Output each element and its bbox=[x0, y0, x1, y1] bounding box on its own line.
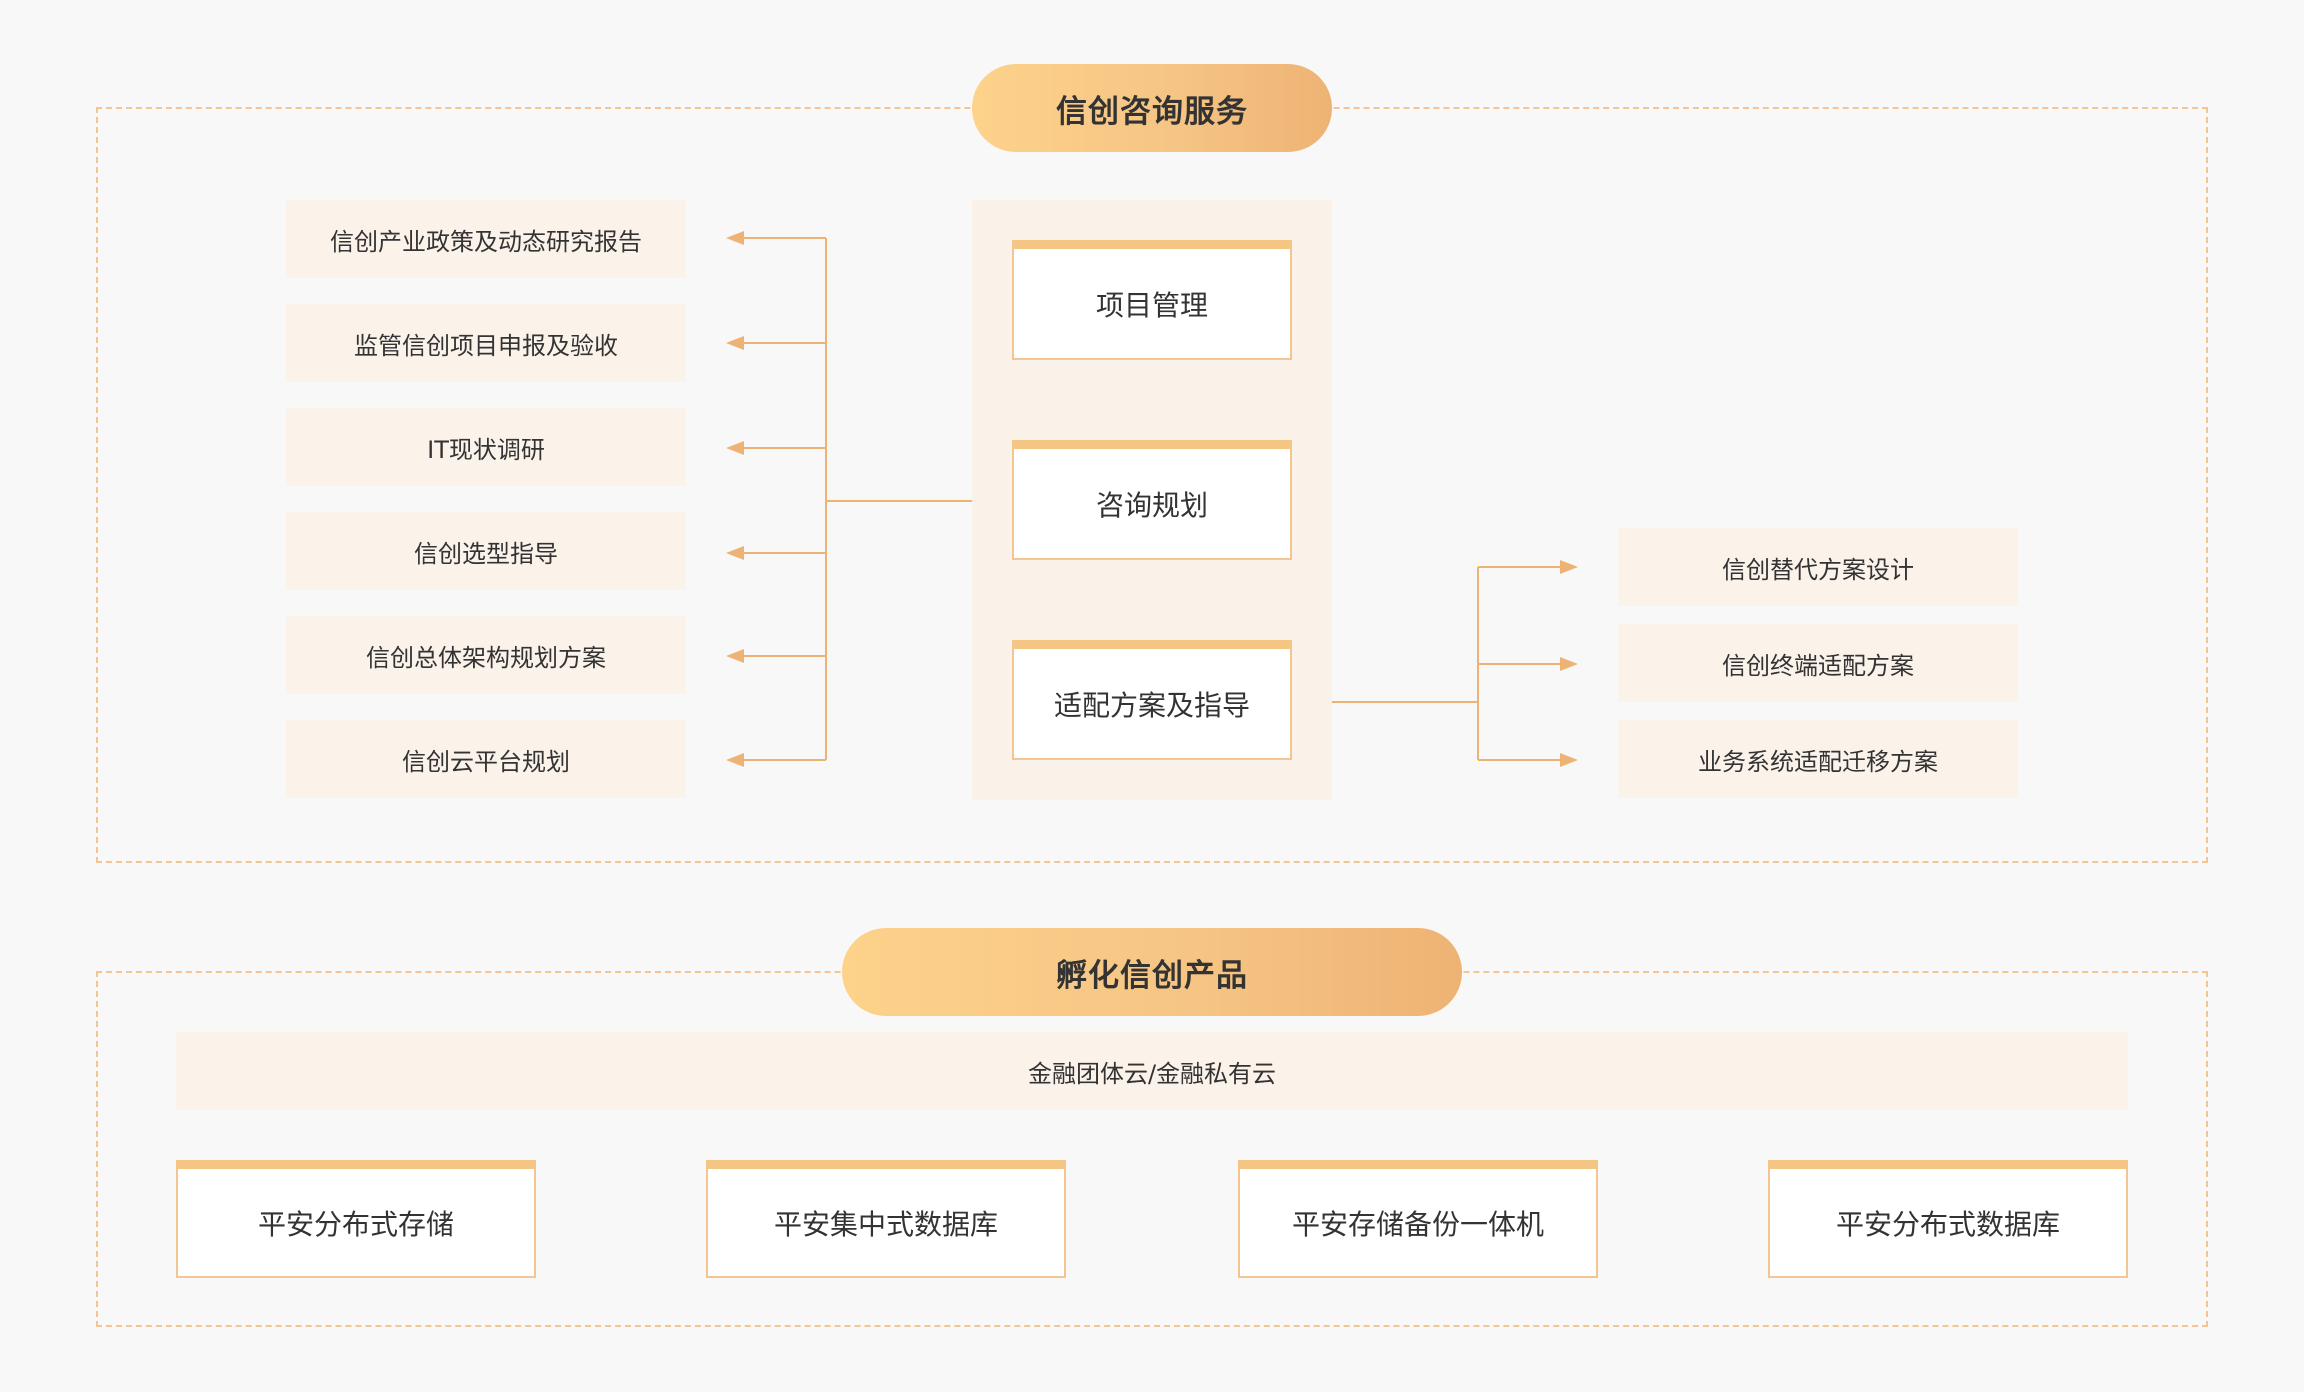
arrow-right-3 bbox=[1560, 753, 1578, 767]
arrow-right-2 bbox=[1560, 657, 1578, 671]
arrow-left-4 bbox=[726, 546, 744, 560]
product-centralized-database: 平安集中式数据库 bbox=[706, 1160, 1066, 1278]
arrow-left-5 bbox=[726, 649, 744, 663]
left-item-it-survey: IT现状调研 bbox=[286, 408, 686, 486]
left-item-architecture-plan: 信创总体架构规划方案 bbox=[286, 616, 686, 694]
product-distributed-database: 平安分布式数据库 bbox=[1768, 1160, 2128, 1278]
left-item-cloud-platform-plan: 信创云平台规划 bbox=[286, 720, 686, 798]
products-title: 孵化信创产品 bbox=[842, 928, 1462, 1016]
arrow-left-3 bbox=[726, 441, 744, 455]
right-item-terminal-adaptation: 信创终端适配方案 bbox=[1618, 624, 2018, 702]
product-storage-backup-appliance: 平安存储备份一体机 bbox=[1238, 1160, 1598, 1278]
right-item-replacement-design: 信创替代方案设计 bbox=[1618, 528, 2018, 606]
arrow-left-1 bbox=[726, 231, 744, 245]
products-banner: 金融团体云/金融私有云 bbox=[176, 1032, 2128, 1110]
right-item-business-migration: 业务系统适配迁移方案 bbox=[1618, 720, 2018, 798]
arrow-left-2 bbox=[726, 336, 744, 350]
consulting-title: 信创咨询服务 bbox=[972, 64, 1332, 152]
left-item-policy-report: 信创产业政策及动态研究报告 bbox=[286, 200, 686, 278]
center-item-consulting-planning: 咨询规划 bbox=[1012, 440, 1292, 560]
left-item-selection-guide: 信创选型指导 bbox=[286, 512, 686, 590]
left-item-project-acceptance: 监管信创项目申报及验收 bbox=[286, 304, 686, 382]
arrow-left-6 bbox=[726, 753, 744, 767]
product-distributed-storage: 平安分布式存储 bbox=[176, 1160, 536, 1278]
arrow-right-1 bbox=[1560, 560, 1578, 574]
center-item-project-management: 项目管理 bbox=[1012, 240, 1292, 360]
center-item-adaptation-guide: 适配方案及指导 bbox=[1012, 640, 1292, 760]
